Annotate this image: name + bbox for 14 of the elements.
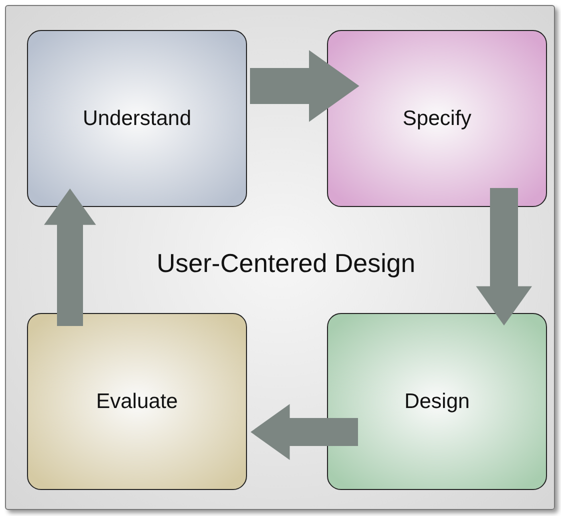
box-label: Specify — [402, 106, 472, 130]
process-box — [27, 313, 247, 490]
box-label: Understand — [82, 106, 192, 130]
process-box — [327, 30, 547, 207]
block-arrow — [44, 188, 96, 326]
process-box — [327, 313, 547, 490]
box-label: Design — [404, 390, 470, 414]
diagram-panel — [5, 5, 555, 510]
block-arrow — [250, 50, 360, 122]
process-box — [27, 30, 247, 207]
panel-label: User-Centered Design — [156, 248, 416, 279]
block-arrow — [250, 404, 358, 460]
block-arrow — [476, 188, 532, 326]
box-label: Evaluate — [96, 390, 178, 414]
